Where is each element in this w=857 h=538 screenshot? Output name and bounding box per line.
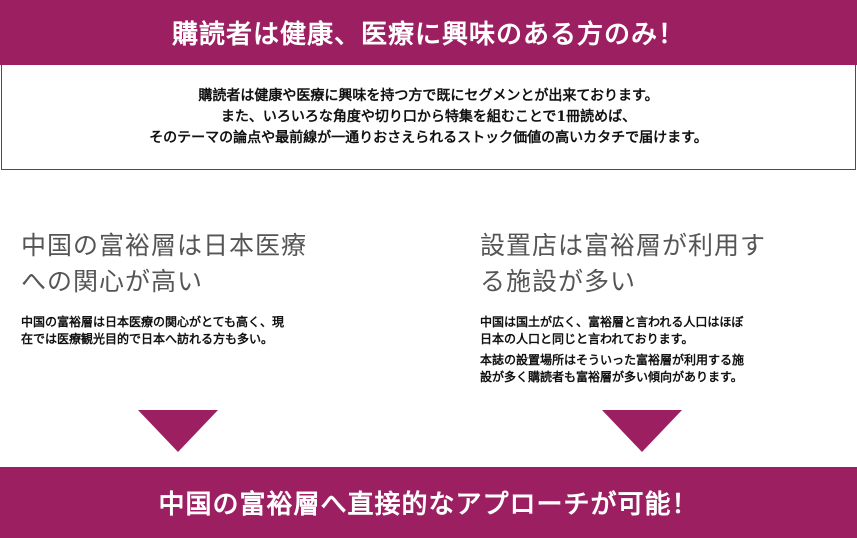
left-body-line-2: 在では医療観光目的で日本へ訪れる方も多い。 [21,332,274,346]
left-section-heading: 中国の富裕層は日本医療 への関心が高い [21,228,401,300]
left-section-body: 中国の富裕層は日本医療の関心がとても高く、現 在では医療観光目的で日本へ訪れる方… [21,314,401,348]
left-body-line-1: 中国の富裕層は日本医療の関心がとても高く、現 [21,315,285,329]
intro-line-1: 購読者は健康や医療に興味を持つ方で既にセグメンとが出来ております。 [198,87,659,104]
down-arrow-icon [138,410,218,452]
bottom-banner-title: 中国の富裕層へ直接的なアプローチが可能！ [158,490,699,520]
right-section-body: 中国は国土が広く、富裕層と言われる人口はほぼ 日本の人口と同じと言われております… [480,314,835,386]
right-body-paragraph-1: 中国は国土が広く、富裕層と言われる人口はほぼ 日本の人口と同じと言われております… [480,314,835,348]
right-body-paragraph-2: 本誌の設置場所はそういった富裕層が利用する施 設が多く購読者も富裕層が多い傾向が… [480,352,835,386]
right-body-p1-line-2: 日本の人口と同じと言われております。 [480,332,694,346]
right-heading-line-2: る施設が多い [480,267,637,296]
right-body-p1-line-1: 中国は国土が広く、富裕層と言われる人口はほぼ [480,315,744,329]
left-heading-line-1: 中国の富裕層は日本医療 [21,231,308,260]
top-banner: 購読者は健康、医療に興味のある方のみ！ [0,0,857,65]
left-section: 中国の富裕層は日本医療 への関心が高い 中国の富裕層は日本医療の関心がとても高く… [21,228,401,348]
right-section: 設置店は富裕層が利用す る施設が多い 中国は国土が広く、富裕層と言われる人口はほ… [480,228,835,386]
intro-line-2: また、いろいろな角度や切り口から特集を組むことで1冊読めば、 [220,108,637,125]
bottom-banner: 中国の富裕層へ直接的なアプローチが可能！ [0,467,857,538]
right-body-p2-line-1: 本誌の設置場所はそういった富裕層が利用する施 [480,353,745,367]
down-arrow-icon [602,410,682,452]
intro-line-3: そのテーマの論点や最前線が一通りおさえられるストック価値の高いカタチで届けます。 [149,129,708,146]
left-heading-line-2: への関心が高い [21,267,204,296]
right-body-p2-line-2: 設が多く購読者も富裕層が多い傾向があります。 [480,370,743,384]
top-banner-title: 購読者は健康、医療に興味のある方のみ！ [171,20,685,50]
right-section-heading: 設置店は富裕層が利用す る施設が多い [480,228,835,300]
intro-box: 購読者は健康や医療に興味を持つ方で既にセグメンとが出来ております。 また、いろい… [1,65,856,170]
right-heading-line-1: 設置店は富裕層が利用す [480,231,767,260]
